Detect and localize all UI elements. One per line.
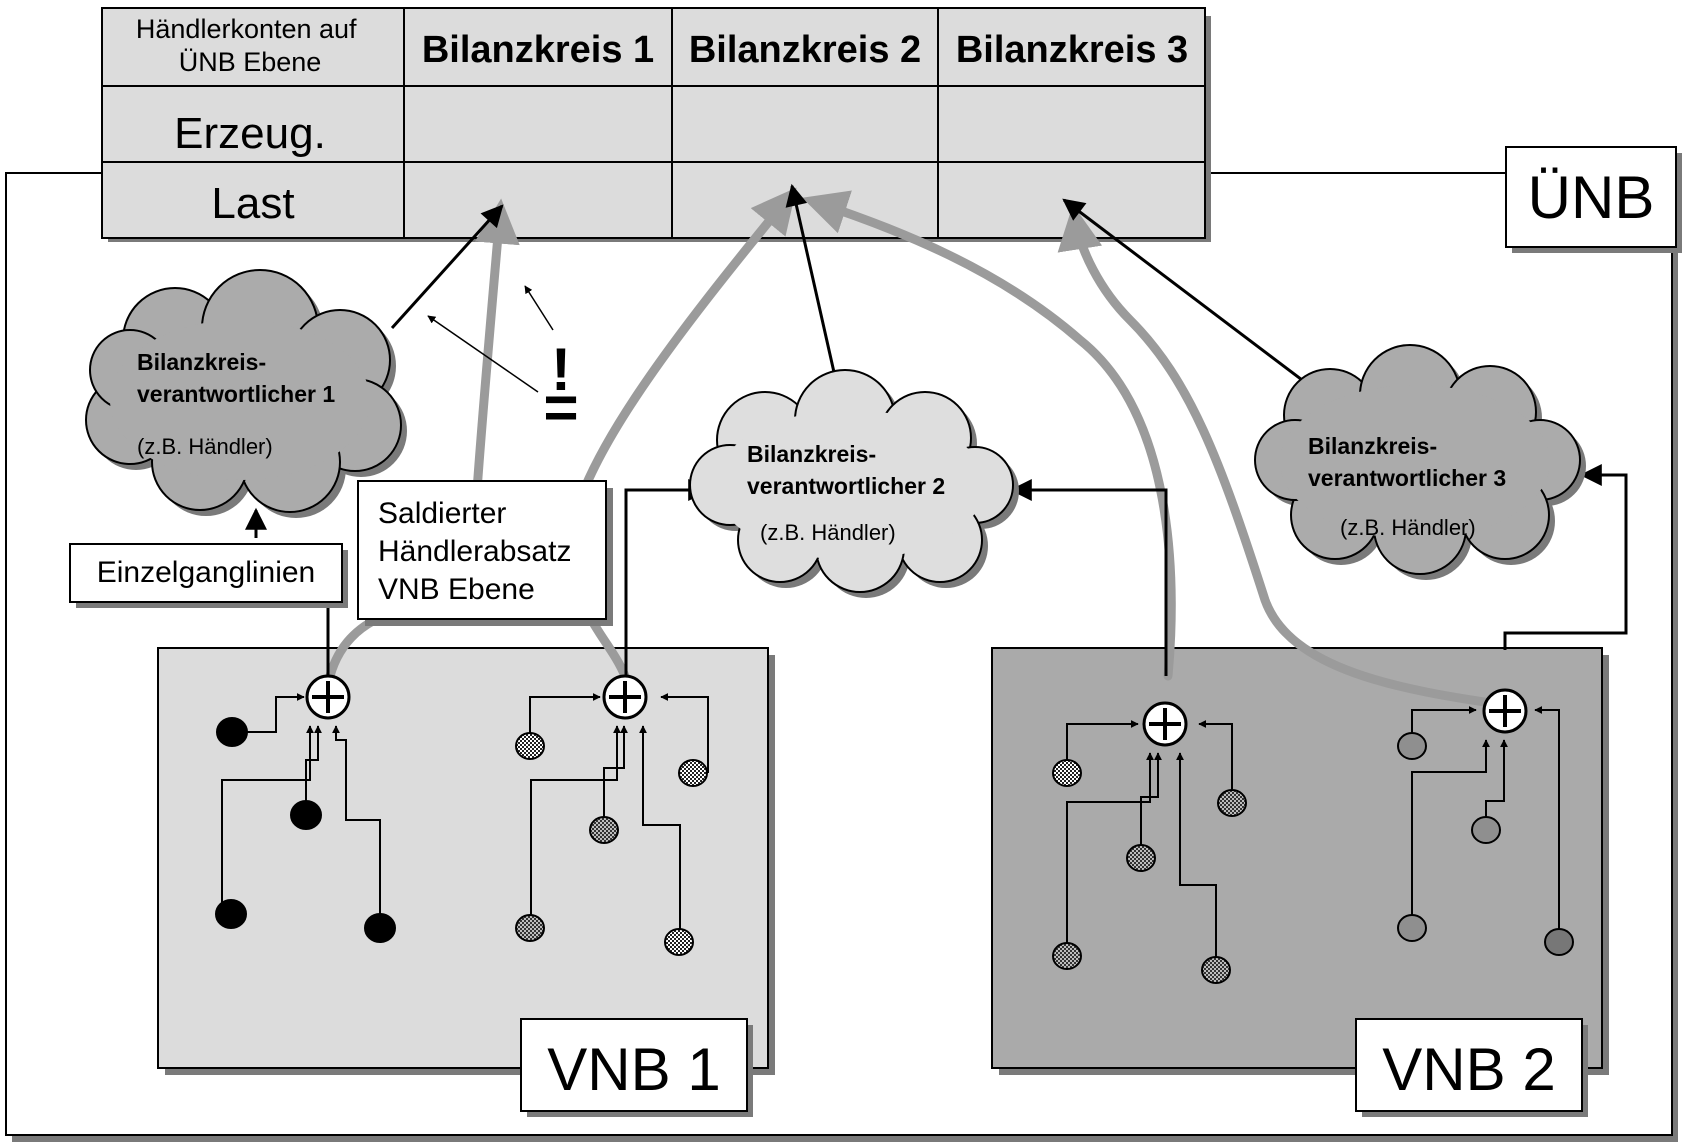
consumer-dot — [1052, 759, 1082, 787]
must-equal-sign: ! = — [543, 336, 578, 441]
plus-icon — [305, 674, 351, 720]
consumer-dot — [364, 913, 396, 943]
column-bilanzkreis-3: Bilanzkreis 3 — [956, 29, 1188, 71]
cloud-3-line-1: Bilanzkreis- — [1308, 433, 1437, 459]
cloud-bilanzkreisverantwortlicher-3: Bilanzkreis- verantwortlicher 3 (z.B. Hä… — [1254, 344, 1586, 580]
cloud-2-title: Bilanzkreis- verantwortlicher 2 — [747, 441, 945, 499]
consumer-dot — [1397, 732, 1427, 760]
consumer-dot — [515, 914, 545, 942]
saldierter-line-2: Händlerabsatz — [378, 535, 571, 568]
cloud-3-subtitle: (z.B. Händler) — [1340, 515, 1476, 540]
consumer-dot — [1052, 942, 1082, 970]
consumer-dot — [515, 732, 545, 760]
cloud-1-line-1: Bilanzkreis- — [137, 349, 266, 375]
row-erzeugung: Erzeug. — [174, 109, 326, 158]
consumer-dot — [216, 717, 248, 747]
cloud-3-title: Bilanzkreis- verantwortlicher 3 — [1308, 433, 1506, 491]
cloud-3-line-2: verantwortlicher 3 — [1308, 465, 1506, 491]
table-header-cell: Händlerkonten auf ÜNB Ebene — [136, 14, 364, 77]
vnb-1-label: VNB 1 — [547, 1036, 720, 1103]
saldierter-line-1: Saldierter — [378, 497, 506, 530]
account-table: Händlerkonten auf ÜNB Ebene Bilanzkreis … — [101, 7, 1211, 242]
thin-arrows — [427, 285, 554, 393]
saldierter-label: Saldierter Händlerabsatz VNB Ebene — [378, 497, 580, 606]
consumer-dot — [215, 899, 247, 929]
table-header-line-1: Händlerkonten auf — [136, 14, 357, 44]
column-bilanzkreis-1: Bilanzkreis 1 — [422, 29, 654, 71]
cloud-bilanzkreisverantwortlicher-2: Bilanzkreis- verantwortlicher 2 (z.B. Hä… — [689, 369, 1019, 598]
consumer-dot — [1471, 816, 1501, 844]
cloud-2-line-2: verantwortlicher 2 — [747, 473, 945, 499]
consumer-dot — [589, 816, 619, 844]
consumer-dot — [1397, 914, 1427, 942]
vnb-1-box — [157, 647, 775, 1075]
cloud-bilanzkreisverantwortlicher-1: Bilanzkreis- verantwortlicher 1 (z.B. Hä… — [85, 269, 407, 518]
cloud-1-line-2: verantwortlicher 1 — [137, 381, 335, 407]
consumer-dot — [664, 928, 694, 956]
cloud-1-subtitle: (z.B. Händler) — [137, 434, 273, 459]
connector-arrows — [245, 183, 1628, 678]
consumer-dot — [1126, 844, 1156, 872]
cloud-2-subtitle: (z.B. Händler) — [760, 520, 896, 545]
row-last: Last — [211, 179, 294, 228]
summation-nodes — [305, 674, 1528, 747]
cloud-1-title: Bilanzkreis- verantwortlicher 1 — [137, 349, 335, 407]
einzelganglinien-label: Einzelganglinien — [97, 556, 316, 589]
plus-icon — [602, 674, 648, 720]
cloud-2-line-1: Bilanzkreis- — [747, 441, 876, 467]
plus-icon — [1142, 701, 1188, 747]
consumer-dots — [215, 717, 1574, 984]
consumer-lines — [221, 693, 1560, 970]
saldierter-box: Saldierter Händlerabsatz VNB Ebene — [357, 480, 613, 626]
uenb-label-box: ÜNB — [1505, 146, 1682, 253]
consumer-dot — [1544, 928, 1574, 956]
vnb-1-label-box: VNB 1 — [520, 1018, 753, 1117]
equal-mark: = — [543, 374, 578, 441]
uenb-label: ÜNB — [1528, 164, 1655, 231]
vnb-2-label: VNB 2 — [1382, 1036, 1555, 1103]
column-bilanzkreis-2: Bilanzkreis 2 — [689, 29, 921, 71]
einzelganglinien-box: Einzelganglinien — [69, 543, 348, 608]
consumer-dot — [290, 800, 322, 830]
table-header-line-2: ÜNB Ebene — [179, 47, 322, 77]
consumer-dot — [1217, 789, 1247, 817]
exclamation-mark: ! — [551, 336, 571, 403]
consumer-dot — [678, 759, 708, 787]
vnb-2-label-box: VNB 2 — [1355, 1018, 1588, 1117]
consumer-dot — [1201, 956, 1231, 984]
plus-icon — [1482, 688, 1528, 734]
saldierter-line-3: VNB Ebene — [378, 573, 535, 606]
